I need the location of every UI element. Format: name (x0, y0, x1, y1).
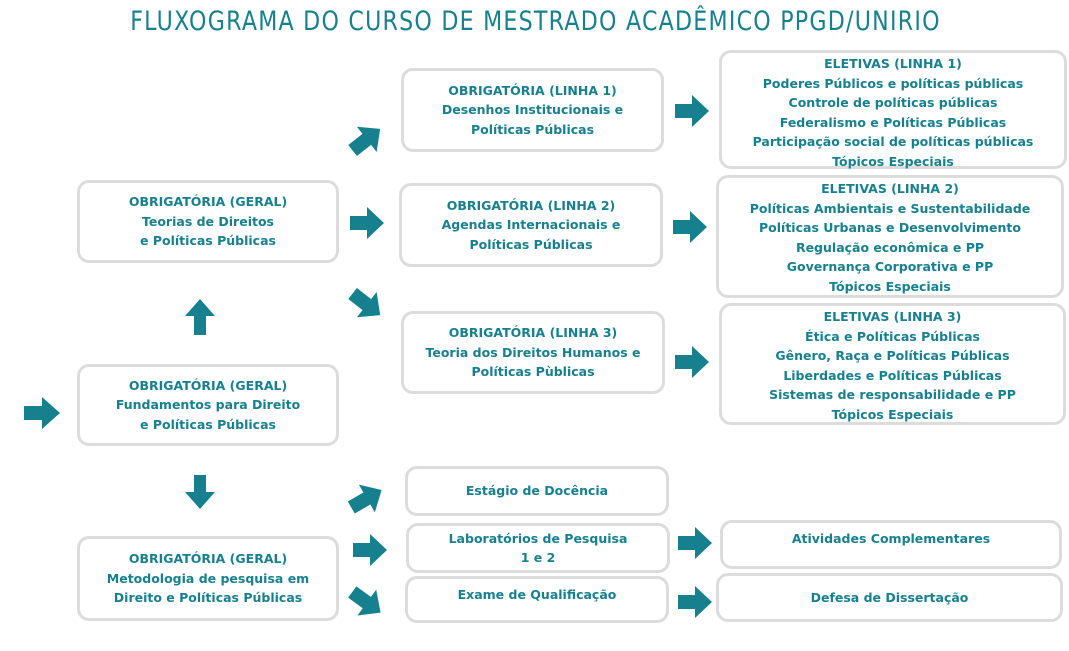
box-line: Fundamentos para Direito (115, 397, 301, 413)
box-line: Poderes Públicos e políticas públicas (762, 75, 1024, 91)
box-line: Governança Corporativa e PP (786, 259, 994, 274)
box-line: Liberdades e Políticas Públicas (783, 367, 1002, 383)
box-heading: ELETIVAS (LINHA 3) (823, 309, 962, 324)
box-heading: OBRIGATÓRIA (LINHA 3) (448, 325, 618, 341)
box-line: Gênero, Raça e Políticas Públicas (775, 348, 1010, 363)
box-heading: OBRIGATÓRIA (GERAL) (128, 194, 288, 210)
arrow-down (185, 475, 215, 509)
box-line: Federalismo e Políticas Públicas (779, 114, 1007, 130)
box-line: Controle de políticas públicas (788, 95, 998, 110)
box-heading: OBRIGATÓRIA (LINHA 2) (446, 197, 616, 213)
box-line: 1 e 2 (520, 550, 556, 565)
box-eletivas-linha2: ELETIVAS (LINHA 2) Políticas Ambientais … (716, 175, 1064, 298)
arrow-down-right-exame (348, 586, 381, 616)
box-line: Metodologia de pesquisa em (106, 570, 310, 586)
box-heading: OBRIGATÓRIA (LINHA 1) (448, 82, 617, 98)
box-line: Políticas Urbanas e Desenvolvimento (759, 220, 1021, 235)
box-heading: Defesa de Dissertação (810, 589, 969, 605)
arrow-right-eletivas2 (673, 211, 707, 243)
box-line: Agendas Internacionais e (441, 217, 621, 233)
arrow-up (185, 299, 215, 335)
arrow-up-right-linha1 (348, 126, 381, 156)
box-line: Políticas Pùblicas (471, 364, 595, 380)
box-line: Políticas Ambientais e Sustentabilidade (749, 200, 1031, 216)
box-geral-fundamentos: OBRIGATÓRIA (GERAL) Fundamentos para Dir… (77, 364, 339, 446)
box-eletivas-linha3: ELETIVAS (LINHA 3) Ética e Políticas Púb… (719, 303, 1066, 425)
arrow-down-right-linha3 (348, 288, 381, 318)
arrow-right-defesa (678, 586, 712, 618)
box-line: Sistemas de responsabilidade e PP (769, 387, 1016, 402)
box-heading: ELETIVAS (LINHA 1) (824, 56, 962, 71)
box-linha2: OBRIGATÓRIA (LINHA 2) Agendas Internacio… (399, 183, 663, 267)
box-heading: OBRIGATÓRIA (GERAL) (128, 551, 288, 567)
box-defesa: Defesa de Dissertação (716, 573, 1063, 622)
box-linha1: OBRIGATÓRIA (LINHA 1) Desenhos Instituci… (401, 68, 664, 152)
box-line: Tópicos Especiais (831, 406, 954, 422)
arrow-right-laboratorios (353, 534, 387, 566)
arrow-right-linha2 (350, 207, 384, 239)
box-line: Ética e Políticas Públicas (805, 328, 980, 344)
box-heading: OBRIGATÓRIA (GERAL) (128, 377, 288, 393)
box-line: Políticas Públicas (470, 121, 595, 137)
box-heading: Estágio de Docência (465, 483, 609, 499)
box-line: Tópicos Especiais (832, 153, 954, 169)
box-heading: Atividades Complementares (791, 531, 991, 546)
arrow-right-eletivas3 (675, 346, 709, 378)
box-estagio: Estágio de Docência (405, 466, 669, 516)
box-line: e Políticas Públicas (140, 416, 276, 432)
box-line: Teoria dos Direitos Humanos e (425, 344, 641, 360)
arrow-right-atividades (678, 527, 712, 559)
box-line: Teorias de Direitos (142, 213, 274, 229)
box-line: Participação social de políticas pública… (752, 134, 1034, 149)
page-title: FLUXOGRAMA DO CURSO DE MESTRADO ACADÊMIC… (130, 6, 941, 37)
box-exame: Exame de Qualificação (405, 576, 669, 623)
box-linha3: OBRIGATÓRIA (LINHA 3) Teoria dos Direito… (401, 311, 665, 394)
box-heading: Laboratórios de Pesquisa (448, 530, 628, 546)
box-eletivas-linha1: ELETIVAS (LINHA 1) Poderes Públicos e po… (719, 50, 1067, 169)
box-heading: ELETIVAS (LINHA 2) (821, 181, 959, 196)
box-line: Desenhos Institucionais e (441, 102, 624, 118)
box-line: Tópicos Especiais (829, 278, 951, 294)
box-atividades: Atividades Complementares (720, 520, 1062, 569)
box-geral-metodologia: OBRIGATÓRIA (GERAL) Metodologia de pesqu… (77, 536, 339, 621)
box-laboratorios: Laboratórios de Pesquisa 1 e 2 (406, 523, 670, 573)
box-geral-teorias: OBRIGATÓRIA (GERAL) Teorias de Direitos … (77, 180, 339, 263)
arrow-right-entry (24, 397, 60, 429)
box-heading: Exame de Qualificação (457, 587, 617, 602)
arrow-up-right-estagio (347, 484, 382, 514)
box-line: Direito e Políticas Públicas (113, 590, 303, 606)
box-line: Políticas Públicas (469, 236, 593, 252)
box-line: e Políticas Públicas (140, 233, 276, 249)
box-line: Regulação econômica e PP (795, 239, 985, 255)
arrow-right-eletivas1 (675, 95, 709, 127)
